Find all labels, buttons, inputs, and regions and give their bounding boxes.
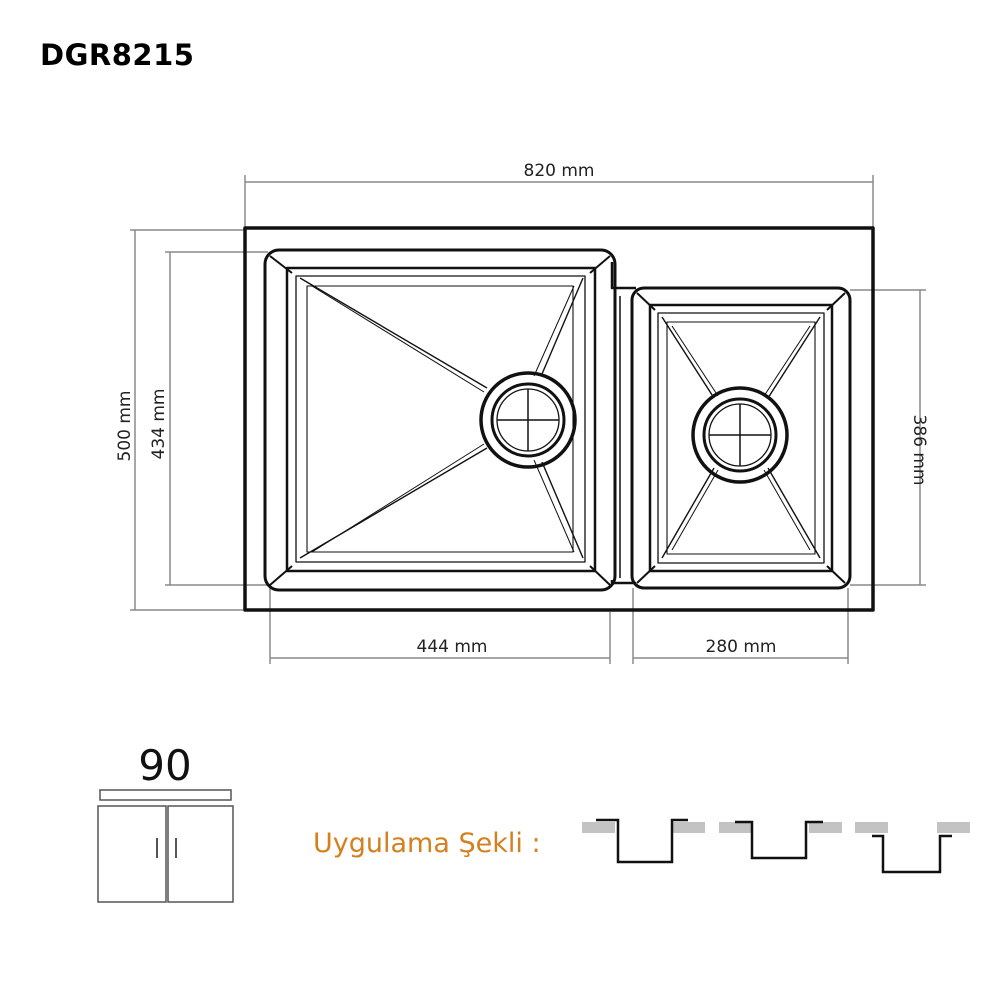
sink-outline bbox=[243, 226, 875, 612]
dimension-lines bbox=[130, 175, 926, 664]
cabinet-size-label: 90 bbox=[138, 741, 191, 790]
small-bowl-width-label: 280 mm bbox=[706, 637, 777, 657]
installation-label: Uygulama Şekli : bbox=[313, 828, 541, 859]
cabinet-icon: 90 bbox=[97, 741, 234, 903]
flush-mount-icon bbox=[719, 820, 842, 860]
overall-width-label: 820 mm bbox=[524, 161, 595, 181]
overall-depth-label: 500 mm bbox=[115, 391, 135, 462]
inset-mount-icon bbox=[582, 818, 705, 864]
large-bowl-depth-label: 434 mm bbox=[149, 389, 169, 460]
undermount-icon bbox=[855, 822, 970, 874]
small-bowl-depth-label: 386 mm bbox=[909, 415, 929, 486]
large-bowl-width-label: 444 mm bbox=[417, 637, 488, 657]
model-title: DGR8215 bbox=[40, 38, 195, 72]
